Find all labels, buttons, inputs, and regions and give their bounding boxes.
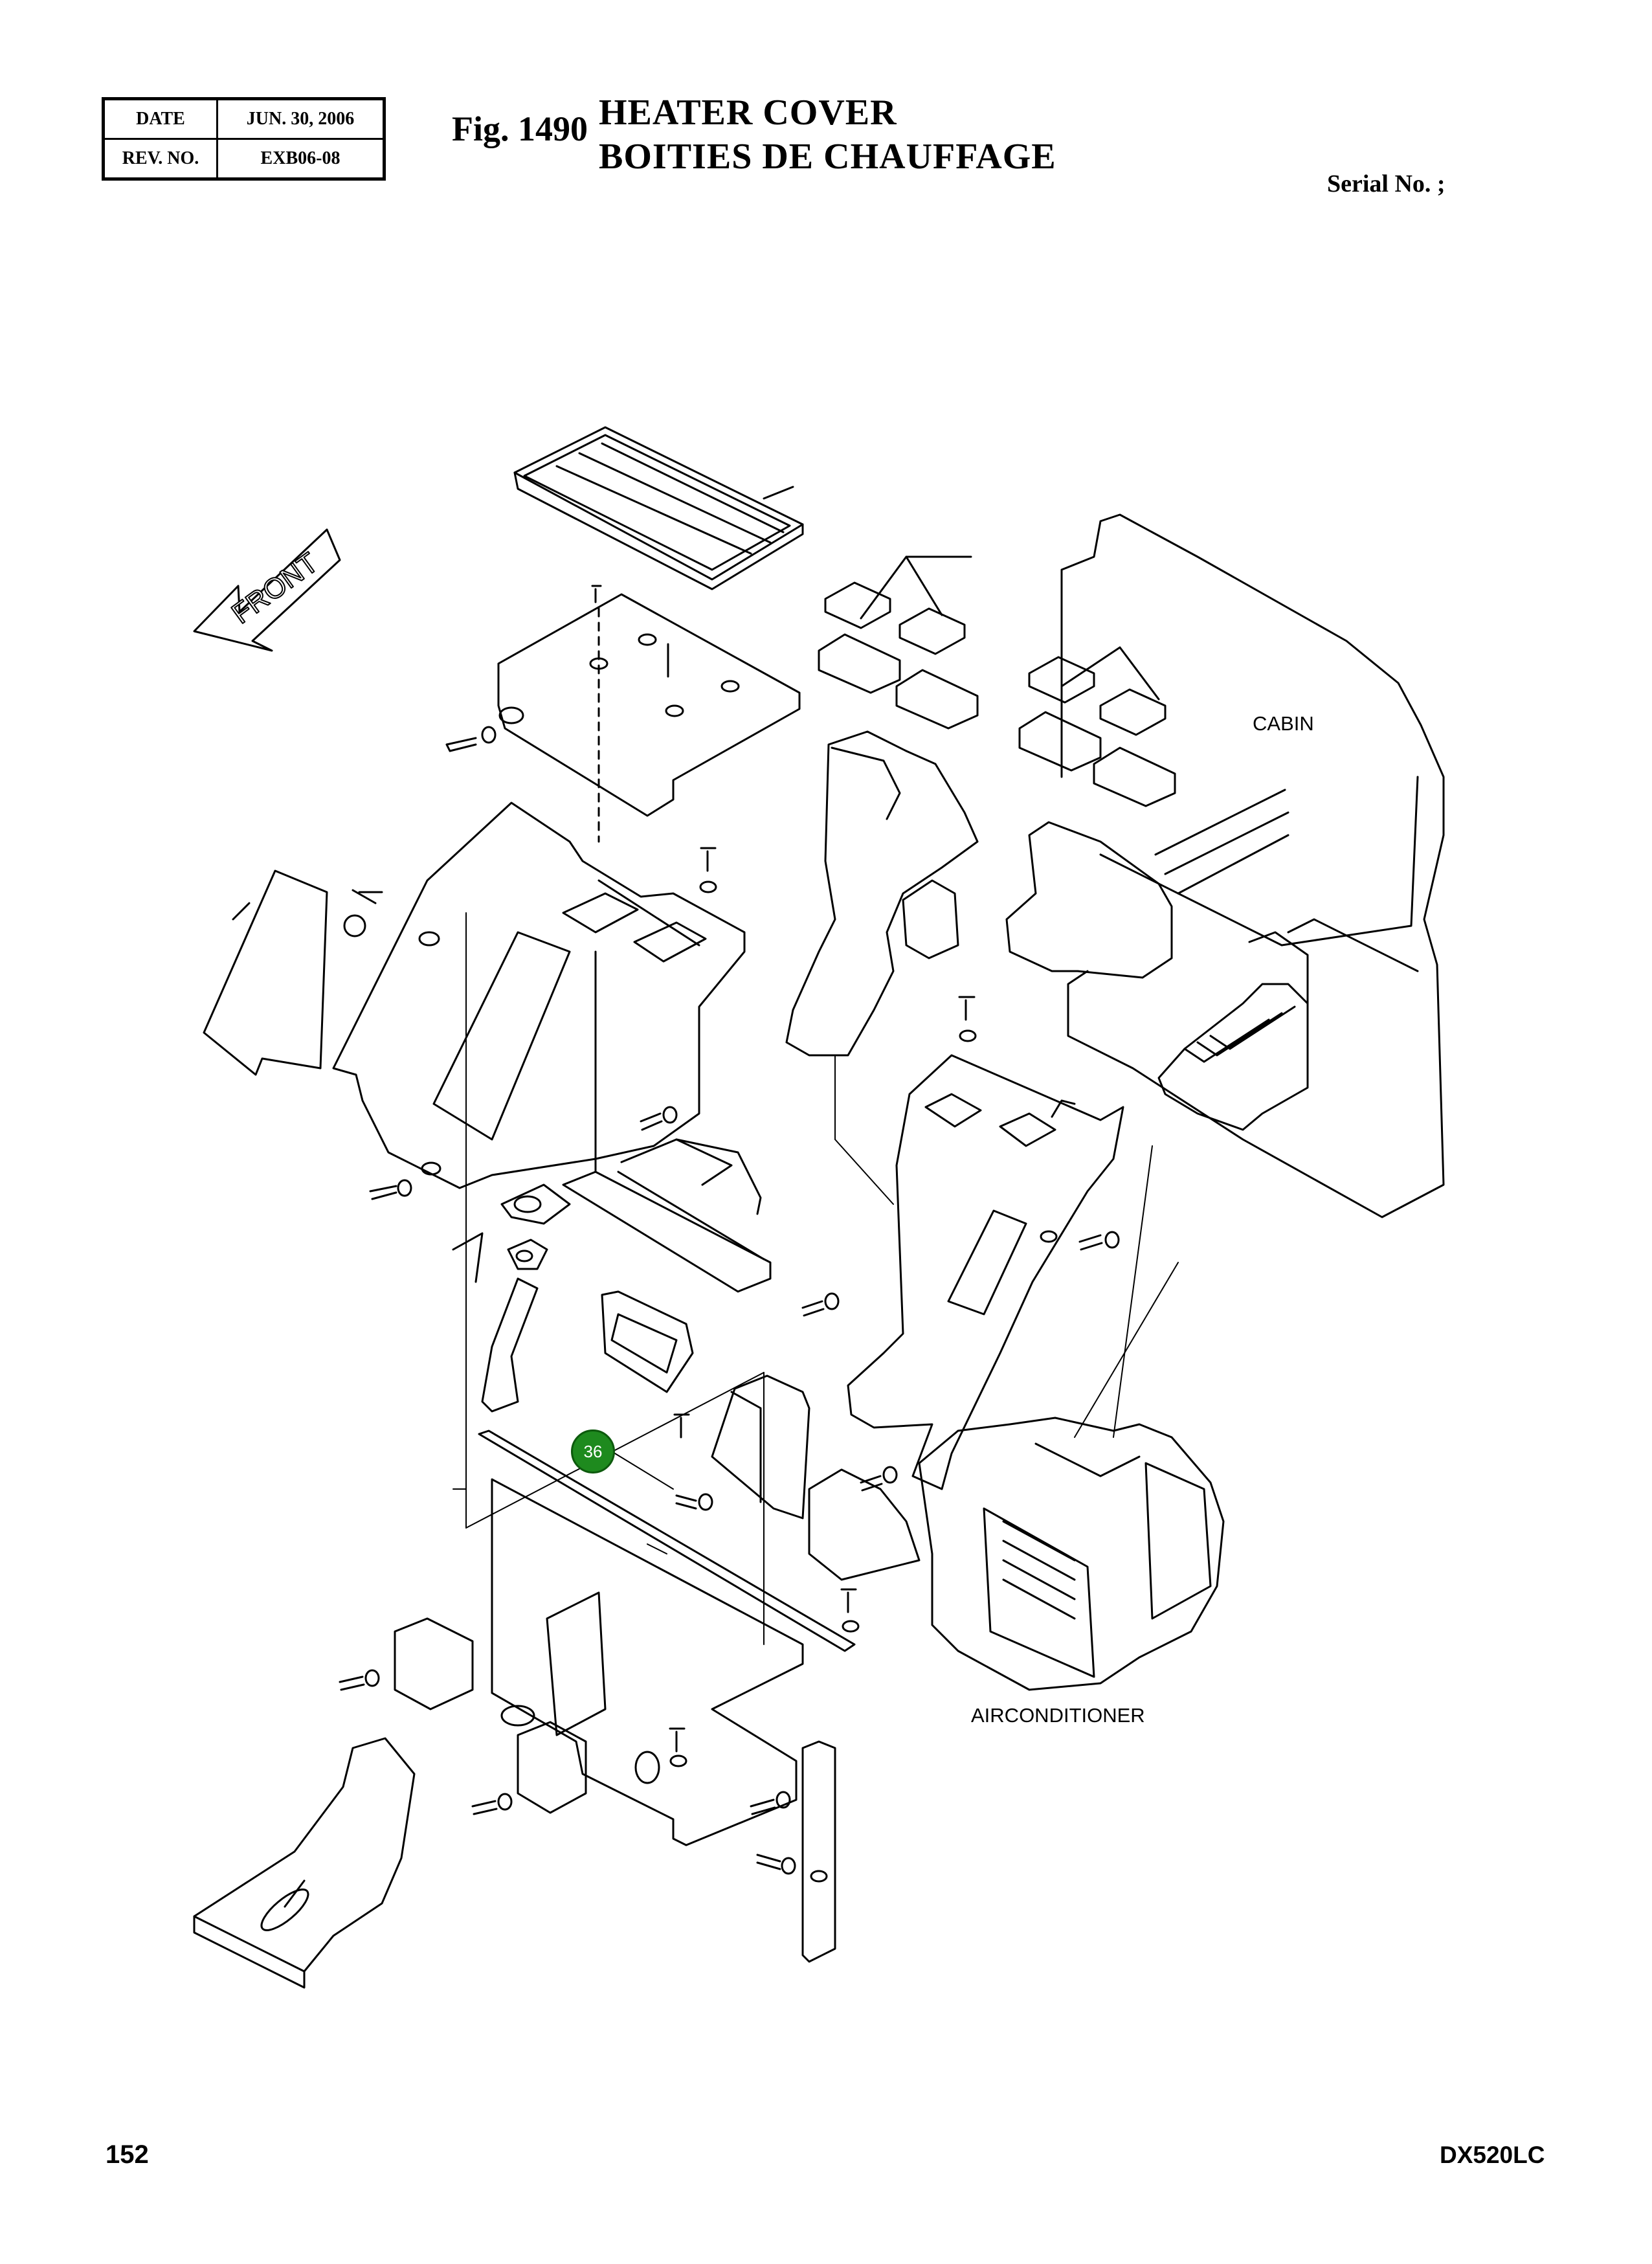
page-number: 152 (106, 2140, 149, 2169)
figure-title-en: HEATER COVER (599, 93, 897, 133)
front-arrow-icon: FRONT (194, 530, 340, 651)
revision-table: DATE JUN. 30, 2006 REV. NO. EXB06-08 (102, 97, 386, 181)
date-label: DATE (102, 98, 218, 140)
vertical-bracket-part (803, 1742, 835, 1962)
serial-number-label: Serial No. ; (1327, 170, 1446, 197)
rev-label: REV. NO. (102, 138, 218, 180)
louver-duct-part (1159, 932, 1308, 1130)
left-side-cover-part (333, 803, 744, 1188)
lower-panel-part (395, 1431, 854, 1845)
aircon-label: AIRCONDITIONER (971, 1704, 1145, 1727)
date-value: JUN. 30, 2006 (216, 98, 385, 140)
cabin-wall-part (1062, 515, 1444, 1217)
heater-top-cover-part (498, 586, 799, 842)
floor-duct-part (194, 1738, 414, 1988)
callout-leader (615, 1453, 673, 1489)
rev-value: EXB06-08 (216, 138, 385, 180)
figure-title: HEATER COVER BOITIES DE CHAUFFAGE (599, 91, 1056, 179)
fastener-set (340, 727, 1119, 1874)
vent-grilles (819, 557, 1175, 806)
model-name: DX520LC (1440, 2142, 1545, 2168)
floor-mat-part (515, 427, 803, 589)
bracket-assembly-part (453, 1139, 770, 1411)
duct-connector-part (602, 1292, 809, 1518)
figure-number: Fig. 1490 (452, 109, 588, 148)
figure-title-fr: BOITIES DE CHAUFFAGE (599, 137, 1056, 177)
air-conditioner-unit-part (809, 1418, 1223, 1690)
side-duct-part (1007, 822, 1172, 978)
rear-duct-part (787, 732, 977, 1055)
part-callout-36[interactable]: 36 (571, 1429, 615, 1474)
center-heater-box-part (848, 1055, 1123, 1489)
left-small-panel-part (204, 871, 382, 1075)
leader-lines (453, 913, 1178, 1644)
cabin-label: CABIN (1253, 712, 1314, 735)
